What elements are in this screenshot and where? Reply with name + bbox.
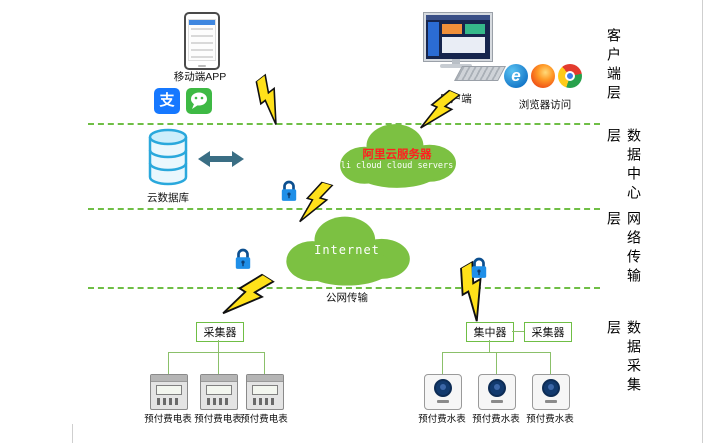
wechat-icon	[186, 88, 212, 114]
electric-meter-label: 预付费电表	[240, 414, 288, 425]
water-meter-icon	[532, 374, 570, 410]
cloud-icon	[340, 124, 456, 188]
layer-label-datacenter: 数据中心层	[606, 128, 642, 204]
lock-icon	[471, 257, 487, 278]
meter-button	[491, 400, 503, 403]
layer-label-acquisition: 数据采集层	[606, 320, 642, 396]
page-edge	[72, 424, 73, 443]
water-meter-label: 预付费水表	[472, 414, 520, 425]
ali-cloud-title: 阿里云服务器	[362, 149, 432, 161]
water-meter-icon	[424, 374, 462, 410]
meter-lcd	[206, 385, 232, 395]
meter-terminals	[157, 398, 181, 405]
electric-meter-icon	[150, 374, 188, 410]
monitor-sidebar	[428, 22, 439, 56]
ali-cloud-subtitle: li cloud cloud servers	[340, 161, 454, 171]
electric-meter-label: 预付费电表	[194, 414, 242, 425]
layer-separator	[88, 208, 600, 210]
meter-button	[545, 400, 557, 403]
chrome-center-dot	[565, 71, 575, 81]
lightning-bolt-icon	[255, 73, 277, 125]
electric-meter-icon	[200, 374, 238, 410]
monitor-titlebar	[426, 15, 490, 20]
water-meter-label: 预付费水表	[418, 414, 466, 425]
connector-line	[489, 340, 490, 352]
connector-line	[264, 352, 265, 374]
lightning-bolt-icon	[222, 273, 276, 315]
monitor-stand	[452, 59, 460, 64]
database-icon	[148, 128, 188, 186]
connector-line	[218, 352, 219, 374]
layer-separator	[88, 287, 600, 289]
water-meter-icon	[478, 374, 516, 410]
meter-lcd	[252, 385, 278, 395]
phone-app-header	[189, 20, 215, 25]
internet-label: Internet	[314, 243, 380, 257]
water-meter-label: 预付费水表	[526, 414, 574, 425]
monitor-chart-block	[442, 24, 462, 34]
public-network-label: 公网传输	[326, 292, 368, 304]
lock-icon	[235, 248, 251, 269]
phone-app-rows	[191, 28, 213, 58]
electric-meter-label: 预付费电表	[144, 414, 192, 425]
meter-top	[247, 375, 283, 382]
meter-dial	[542, 379, 560, 397]
meter-top	[151, 375, 187, 382]
connector-line	[168, 352, 169, 374]
connector-line	[442, 352, 443, 374]
meter-button	[437, 400, 449, 403]
monitor-content-block	[442, 37, 485, 53]
internet-cloud-shape: Internet	[282, 210, 412, 290]
meter-top	[201, 375, 237, 382]
monitor-base	[440, 64, 472, 68]
connector-line	[218, 340, 219, 352]
layer-label-client: 客户端层	[606, 28, 622, 104]
lock-icon	[281, 180, 297, 201]
cloud-database-label: 云数据库	[147, 192, 189, 204]
alipay-icon: 支	[154, 88, 180, 114]
lightning-bolt-icon	[420, 89, 462, 129]
lightning-bolt-icon	[460, 260, 482, 322]
meter-dial	[434, 379, 452, 397]
firefox-browser-icon	[531, 64, 555, 88]
layer-label-network: 网络传输层	[606, 211, 642, 287]
concentrator-box: 集中器	[466, 322, 514, 342]
page-edge	[702, 0, 703, 443]
wechat-bubble-icon	[191, 92, 207, 109]
layer-separator	[88, 123, 600, 125]
connector-line	[496, 352, 497, 374]
keyboard-icon	[454, 66, 506, 81]
ali-cloud-shape: 阿里云服务器 li cloud cloud servers	[336, 118, 458, 192]
phone-screen	[188, 19, 216, 61]
phone-home-button	[198, 65, 206, 67]
meter-terminals	[253, 398, 277, 405]
meter-lcd	[156, 385, 182, 395]
electric-meter-icon	[246, 374, 284, 410]
collector-box-left: 采集器	[196, 322, 244, 342]
browser-access-label: 浏览器访问	[518, 99, 572, 111]
meter-terminals	[207, 398, 231, 405]
chrome-browser-icon	[558, 64, 582, 88]
connector-line	[168, 352, 265, 353]
mobile-phone-icon	[184, 12, 220, 70]
meter-dial	[488, 379, 506, 397]
sync-double-arrow-icon	[198, 151, 244, 167]
connector-line	[512, 331, 524, 332]
lightning-bolt-icon	[299, 181, 335, 223]
collector-box-right: 采集器	[524, 322, 572, 342]
mobile-app-label: 移动端APP	[173, 71, 227, 83]
connector-line	[550, 352, 551, 374]
desktop-monitor-icon	[424, 13, 492, 61]
ie-browser-icon: e	[504, 64, 528, 88]
monitor-chart-block	[465, 24, 485, 34]
cloud-icon	[286, 216, 410, 286]
